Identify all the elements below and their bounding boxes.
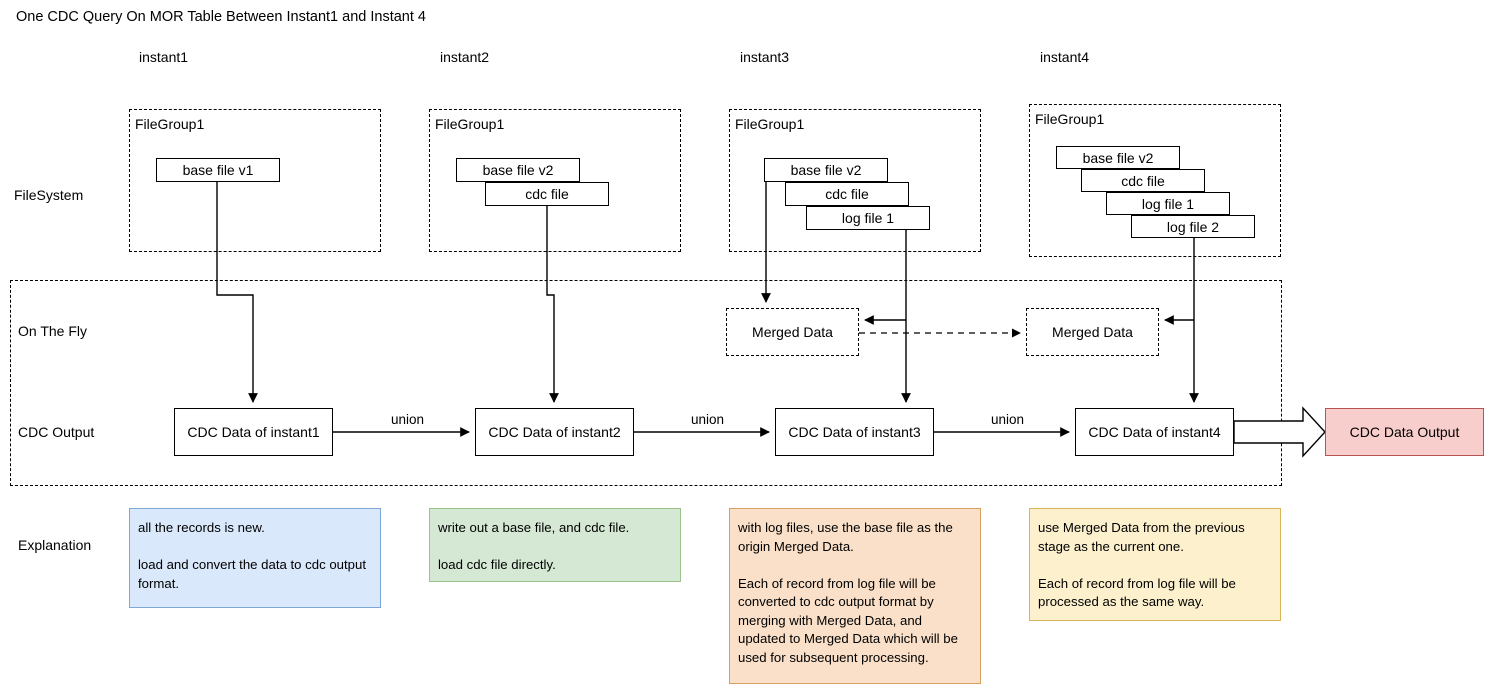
file-box-log-file-1[interactable]: log file 1 xyxy=(1106,192,1230,215)
explanation-note-instant4: use Merged Data from the previous stage … xyxy=(1029,508,1281,621)
file-box-log-file-1[interactable]: log file 1 xyxy=(806,206,930,230)
filegroup-instant2: FileGroup1 xyxy=(429,109,681,252)
filegroup-title: FileGroup1 xyxy=(1035,111,1105,127)
row-label-on-the-fly: On The Fly xyxy=(18,323,87,339)
filegroup-title: FileGroup1 xyxy=(435,116,505,132)
cdc-node-instant2[interactable]: CDC Data of instant2 xyxy=(475,408,634,456)
file-box-base-file-v2[interactable]: base file v2 xyxy=(1056,146,1180,169)
filegroup-title: FileGroup1 xyxy=(735,116,805,132)
edge-label-union-2: union xyxy=(688,412,728,428)
cdc-node-instant1[interactable]: CDC Data of instant1 xyxy=(174,408,333,456)
file-box-base-file-v1[interactable]: base file v1 xyxy=(156,158,280,182)
column-header-instant3: instant3 xyxy=(740,49,790,65)
diagram-title: One CDC Query On MOR Table Between Insta… xyxy=(16,9,426,25)
row-label-cdc-output: CDC Output xyxy=(18,424,95,440)
column-header-instant1: instant1 xyxy=(139,49,189,65)
file-box-base-file-v2[interactable]: base file v2 xyxy=(456,158,580,182)
row-label-filesystem: FileSystem xyxy=(14,187,84,203)
file-box-cdc-file[interactable]: cdc file xyxy=(785,182,909,206)
filegroup-instant1: FileGroup1 xyxy=(129,109,381,252)
file-box-cdc-file[interactable]: cdc file xyxy=(485,182,609,206)
explanation-note-instant1: all the records is new. load and convert… xyxy=(129,508,381,608)
merged-data-instant4[interactable]: Merged Data xyxy=(1026,308,1159,356)
explanation-note-instant2: write out a base file, and cdc file. loa… xyxy=(429,508,681,582)
file-box-cdc-file[interactable]: cdc file xyxy=(1081,169,1205,192)
cdc-data-output-box[interactable]: CDC Data Output xyxy=(1325,408,1484,456)
file-box-base-file-v2[interactable]: base file v2 xyxy=(764,158,888,182)
column-header-instant4: instant4 xyxy=(1040,49,1090,65)
filegroup-title: FileGroup1 xyxy=(135,116,205,132)
edge-label-union-3: union xyxy=(988,412,1028,428)
row-label-explanation: Explanation xyxy=(18,537,92,553)
file-box-log-file-2[interactable]: log file 2 xyxy=(1131,215,1255,238)
explanation-note-instant3: with log files, use the base file as the… xyxy=(729,508,981,684)
edge-label-union-1: union xyxy=(388,412,428,428)
cdc-node-instant4[interactable]: CDC Data of instant4 xyxy=(1075,408,1234,456)
filegroup-instant4: FileGroup1 xyxy=(1029,104,1281,257)
merged-data-instant3[interactable]: Merged Data xyxy=(726,308,859,356)
filegroup-instant3: FileGroup1 xyxy=(729,109,981,252)
cdc-node-instant3[interactable]: CDC Data of instant3 xyxy=(775,408,934,456)
column-header-instant2: instant2 xyxy=(440,49,490,65)
on-the-fly-cdc-output-container xyxy=(10,280,1282,486)
